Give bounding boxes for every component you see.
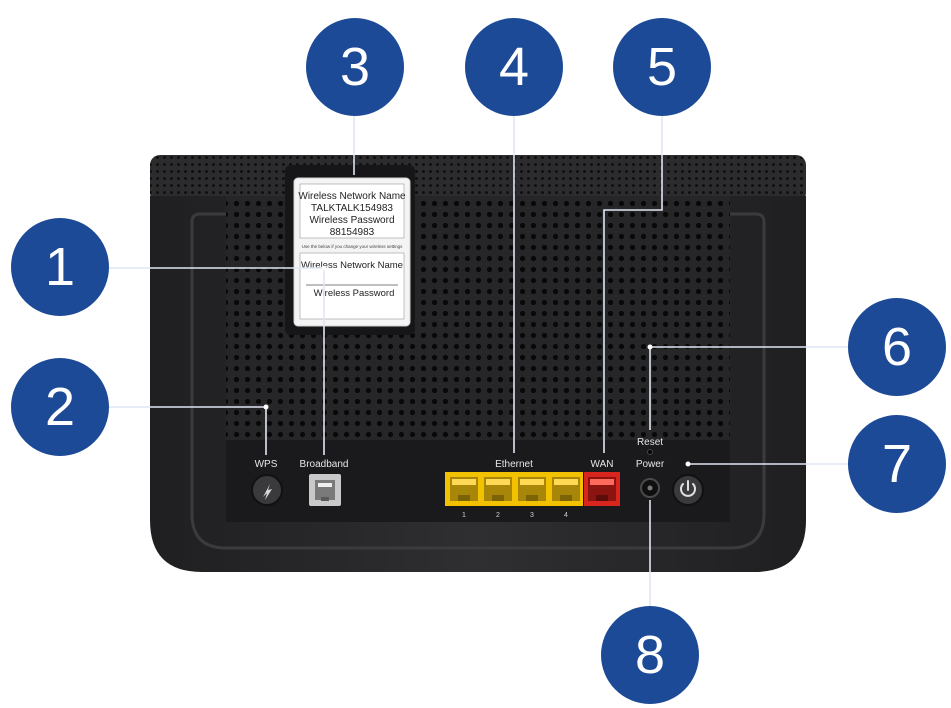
wps-label: WPS	[255, 459, 278, 470]
ethernet-port-3[interactable]	[518, 477, 546, 501]
callout-8: 8	[601, 606, 699, 704]
wps-button[interactable]	[251, 474, 283, 506]
sticker-field1: Wireless Network Name	[301, 260, 403, 271]
ethernet-port-number: 4	[564, 512, 568, 519]
callout-4: 4	[465, 18, 563, 116]
ethernet-port-number: 2	[496, 512, 500, 519]
sticker-line3: Wireless Password	[309, 215, 394, 226]
ethernet-port-2[interactable]	[484, 477, 512, 501]
broadband-port[interactable]	[309, 474, 341, 506]
ethernet-port-number: 3	[530, 512, 534, 519]
power-button[interactable]	[672, 474, 704, 506]
broadband-label: Broadband	[300, 459, 349, 470]
callout-3: 3	[306, 18, 404, 116]
power-socket[interactable]	[640, 478, 660, 498]
ethernet-port-number: 1	[462, 512, 466, 519]
power-label: Power	[636, 459, 665, 470]
ethernet-port-4[interactable]	[552, 477, 580, 501]
wan-port[interactable]	[584, 472, 620, 506]
power-icon	[680, 480, 696, 497]
top-vent	[150, 155, 806, 203]
router-body	[150, 155, 806, 572]
wireless-details-label: Wireless Network Name TALKTALK154983 Wir…	[293, 177, 411, 327]
sticker-line2: TALKTALK154983	[311, 203, 393, 214]
sticker-line1: Wireless Network Name	[298, 191, 406, 202]
callout-1: 1	[11, 218, 109, 316]
reset-label: Reset	[637, 437, 663, 448]
callout-6: 6	[848, 298, 946, 396]
wan-label: WAN	[591, 459, 614, 470]
ethernet-port-1[interactable]	[450, 477, 478, 501]
wps-icon	[263, 484, 272, 500]
ethernet-label: Ethernet	[495, 459, 533, 470]
callout-2: 2	[11, 358, 109, 456]
sticker-field2: Wireless Password	[314, 288, 395, 299]
sticker-note: Use the below if you change your wireles…	[302, 244, 404, 249]
sticker-line4: 88154983	[330, 227, 375, 238]
ethernet-ports: 1 2 3 4	[445, 472, 583, 519]
leader-line-5	[603, 114, 663, 453]
callout-5: 5	[613, 18, 711, 116]
reset-button[interactable]	[647, 449, 653, 455]
side-rails	[190, 212, 766, 550]
callout-7: 7	[848, 415, 946, 513]
